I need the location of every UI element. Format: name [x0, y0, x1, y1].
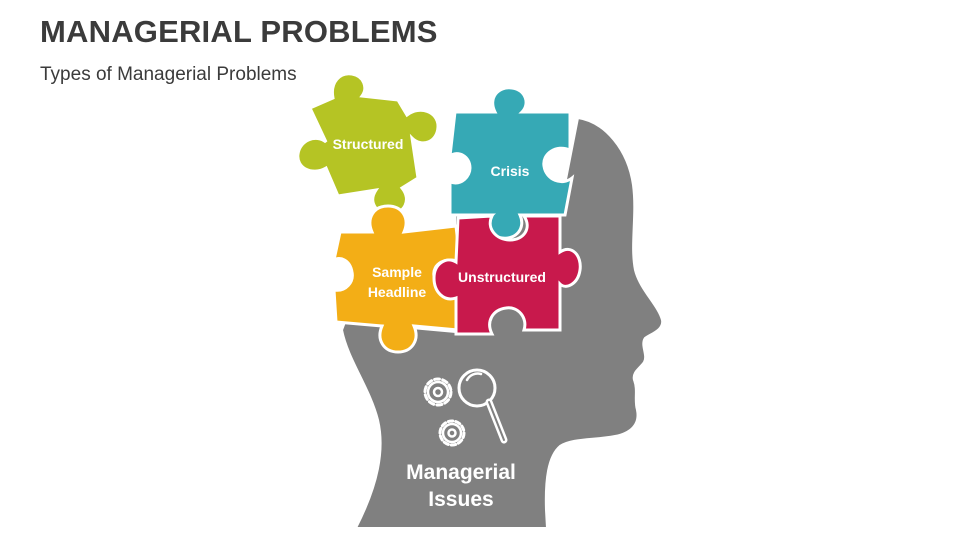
puzzle-piece-unstructured: Unstructured — [432, 214, 582, 336]
structured-label: Structured — [333, 136, 404, 152]
crisis-piece-shape — [448, 86, 575, 240]
unstructured-piece-shape — [432, 214, 582, 336]
structured-piece-shape — [296, 72, 440, 216]
head-label-line1: Managerial — [406, 461, 516, 484]
magnifier-icon — [457, 368, 508, 444]
large-gear-icon — [423, 377, 453, 407]
head-silhouette — [340, 116, 664, 529]
puzzle-piece-structured: Structured — [296, 72, 440, 216]
head-label-line2: Issues — [428, 488, 493, 511]
sample-label-line1: Sample — [372, 264, 422, 280]
small-gear-icon — [438, 419, 466, 447]
gears-magnifier-icon — [423, 368, 508, 447]
crisis-label: Crisis — [491, 163, 530, 179]
puzzle-piece-crisis: Crisis — [448, 86, 575, 240]
slide-title: MANAGERIAL PROBLEMS — [40, 14, 438, 49]
slide-subtitle: Types of Managerial Problems — [40, 64, 297, 85]
unstructured-label: Unstructured — [458, 269, 546, 285]
headline-label-line2: Headline — [368, 284, 427, 300]
